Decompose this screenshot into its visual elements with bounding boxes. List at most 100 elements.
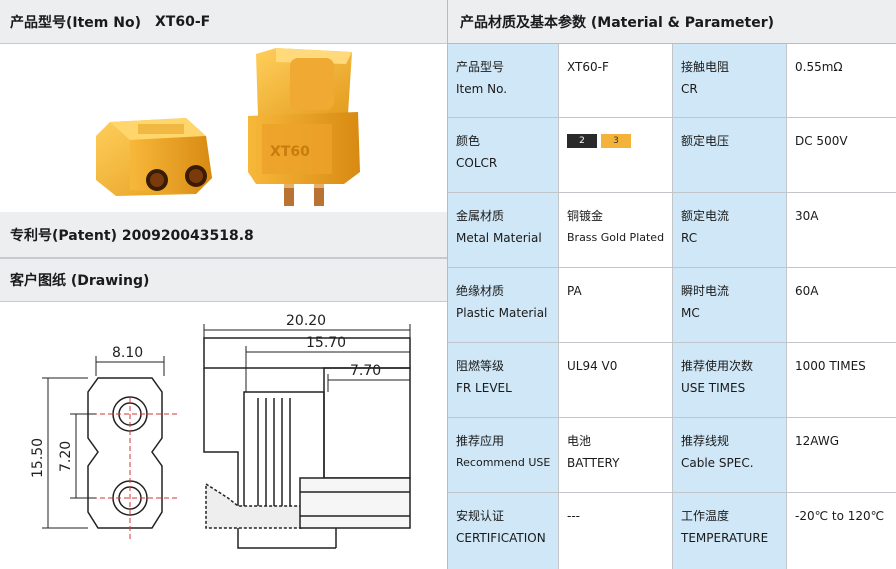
dim-height-front: 15.50 xyxy=(30,438,46,478)
color-swatch-black: 2 xyxy=(567,134,597,148)
param-key-cell: 额定电压 xyxy=(672,118,786,192)
param-key-cell: 推荐使用次数 USE TIMES xyxy=(672,343,786,417)
param-key-cell: 推荐应用 Recommend USE xyxy=(448,418,558,492)
param-value: 12AWG xyxy=(795,434,839,448)
param-key-cn: 额定电压 xyxy=(681,134,730,148)
param-key-en: CR xyxy=(681,82,698,96)
side-view xyxy=(203,337,411,549)
param-value: 0.55mΩ xyxy=(795,60,843,74)
param-value-en: Brass Gold Plated xyxy=(567,231,665,244)
param-value: DC 500V xyxy=(795,134,848,148)
connector-front-image xyxy=(96,118,212,196)
param-key-cell: 瞬时电流 MC xyxy=(672,268,786,342)
drawing-header: 客户图纸 (Drawing) xyxy=(0,258,447,302)
param-value-cell: 铜镀金 Brass Gold Plated xyxy=(558,193,672,267)
param-key-cell: 推荐线规 Cable SPEC. xyxy=(672,418,786,492)
item-no-value: XT60-F xyxy=(155,13,211,30)
param-value-cell: -20℃ to 120℃ xyxy=(786,493,896,569)
param-key-cell: 金属材质 Metal Material xyxy=(448,193,558,267)
table-row: 颜色 COLCR 2 3 额定电压 DC 500V xyxy=(448,118,896,193)
table-row: 阻燃等级 FR LEVEL UL94 V0 推荐使用次数 USE TIMES 1… xyxy=(448,343,896,418)
param-key-cn: 金属材质 xyxy=(456,209,505,223)
param-key-cell: 绝缘材质 Plastic Material xyxy=(448,268,558,342)
param-key-cn: 安规认证 xyxy=(456,509,505,523)
param-key-cn: 推荐线规 xyxy=(681,434,730,448)
param-key-cell: 接触电阻 CR xyxy=(672,44,786,117)
param-value-cell: 2 3 xyxy=(558,118,672,192)
param-value-cell: 12AWG xyxy=(786,418,896,492)
item-no-header: 产品型号(Item No) XT60-F xyxy=(0,0,447,44)
param-value: -20℃ to 120℃ xyxy=(795,509,885,523)
param-key-cn: 产品型号 xyxy=(456,60,505,74)
param-key-cn: 颜色 xyxy=(456,134,481,148)
param-key-en: TEMPERATURE xyxy=(681,531,769,545)
param-key-cn: 绝缘材质 xyxy=(456,284,505,298)
param-value-cell: UL94 V0 xyxy=(558,343,672,417)
param-key-en: MC xyxy=(681,306,700,320)
param-value: UL94 V0 xyxy=(567,359,618,373)
param-key-en: FR LEVEL xyxy=(456,381,512,395)
param-value-cell: XT60-F xyxy=(558,44,672,117)
product-photo: XT60 xyxy=(0,44,447,212)
connector-side-image: XT60 xyxy=(248,48,360,206)
param-value: XT60-F xyxy=(567,60,609,74)
param-key-cell: 产品型号 Item No. xyxy=(448,44,558,117)
dim-width-front: 8.10 xyxy=(112,345,143,361)
dim-length-short: 7.70 xyxy=(350,363,381,379)
param-key-cn: 瞬时电流 xyxy=(681,284,730,298)
param-key-cn: 推荐使用次数 xyxy=(681,359,754,373)
param-value-cell: 1000 TIMES xyxy=(786,343,896,417)
table-row: 安规认证 CERTIFICATION --- 工作温度 TEMPERATURE … xyxy=(448,493,896,569)
param-key-cell: 工作温度 TEMPERATURE xyxy=(672,493,786,569)
dim-length-total: 20.20 xyxy=(286,313,326,329)
dim-length-mid: 15.70 xyxy=(306,335,346,351)
table-row: 推荐应用 Recommend USE 电池 BATTERY 推荐线规 Cable… xyxy=(448,418,896,493)
param-key-en: USE TIMES xyxy=(681,381,746,395)
param-key-en: Recommend USE xyxy=(456,456,551,469)
param-key-en: CERTIFICATION xyxy=(456,531,546,545)
param-key-cn: 接触电阻 xyxy=(681,60,730,74)
param-key-cn: 推荐应用 xyxy=(456,434,505,448)
param-key-cell: 安规认证 CERTIFICATION xyxy=(448,493,558,569)
param-value-en: BATTERY xyxy=(567,456,620,470)
param-key-en: Item No. xyxy=(456,82,508,96)
param-key-cell: 额定电流 RC xyxy=(672,193,786,267)
param-value: 电池 xyxy=(567,434,592,448)
param-value-cell: 30A xyxy=(786,193,896,267)
param-key-en: Plastic Material xyxy=(456,306,548,320)
table-row: 绝缘材质 Plastic Material PA 瞬时电流 MC 60A xyxy=(448,268,896,343)
param-value-cell: DC 500V xyxy=(786,118,896,192)
column-divider xyxy=(447,0,448,569)
param-key-cn: 工作温度 xyxy=(681,509,730,523)
param-value-cell: PA xyxy=(558,268,672,342)
param-value: PA xyxy=(567,284,582,298)
param-value: --- xyxy=(567,509,580,523)
param-value: 铜镀金 xyxy=(567,209,604,223)
dim-pitch: 7.20 xyxy=(58,441,74,472)
params-header: 产品材质及基本参数 (Material & Parameter) xyxy=(448,0,896,44)
param-key-cell: 阻燃等级 FR LEVEL xyxy=(448,343,558,417)
parameter-panel: 产品材质及基本参数 (Material & Parameter) 产品型号 It… xyxy=(448,0,896,569)
front-view xyxy=(87,377,163,529)
param-value: 1000 TIMES xyxy=(795,359,866,373)
color-swatches: 2 3 xyxy=(567,134,672,148)
param-key-cn: 阻燃等级 xyxy=(456,359,505,373)
param-key-en: Metal Material xyxy=(456,231,542,245)
param-key-en: Cable SPEC. xyxy=(681,456,754,470)
color-swatch-yellow: 3 xyxy=(601,134,631,148)
left-panel: 产品型号(Item No) XT60-F xyxy=(0,0,447,569)
param-key-cn: 额定电流 xyxy=(681,209,730,223)
table-row: 金属材质 Metal Material 铜镀金 Brass Gold Plate… xyxy=(448,193,896,268)
drawing-title: 客户图纸 (Drawing) xyxy=(10,273,150,289)
param-key-cell: 颜色 COLCR xyxy=(448,118,558,192)
patent-header: 专利号(Patent) 200920043518.8 xyxy=(0,212,447,258)
params-title: 产品材质及基本参数 (Material & Parameter) xyxy=(460,14,775,31)
param-value-cell: --- xyxy=(558,493,672,569)
param-key-en: COLCR xyxy=(456,156,498,170)
param-key-en: RC xyxy=(681,231,698,245)
params-table: 产品型号 Item No. XT60-F 接触电阻 CR 0.55mΩ 颜色 C… xyxy=(448,44,896,569)
table-row: 产品型号 Item No. XT60-F 接触电阻 CR 0.55mΩ xyxy=(448,44,896,118)
item-no-label: 产品型号(Item No) xyxy=(10,14,141,31)
param-value-cell: 电池 BATTERY xyxy=(558,418,672,492)
param-value: 60A xyxy=(795,284,819,298)
